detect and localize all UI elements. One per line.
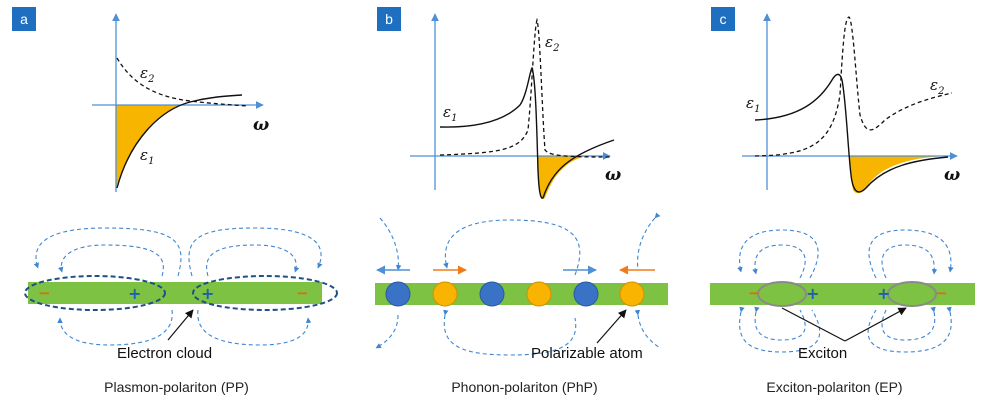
panel-b-callout-arrow — [596, 309, 627, 344]
panel-b-atom-blue — [479, 281, 505, 307]
panel-a-field-loop — [197, 309, 312, 346]
panel-b-callout: Polarizable atom — [531, 345, 643, 362]
panel-c-field-loop — [754, 306, 806, 341]
panel-a-eps2-label: ε2 — [140, 64, 154, 85]
panel-a-electron-cloud — [24, 275, 166, 311]
panel-a-charge: − — [296, 284, 309, 302]
panel-b-atom-orange — [619, 281, 645, 307]
panel-c-omega-label: ω — [944, 165, 960, 185]
panel-b-atom-orange — [432, 281, 458, 307]
panel-c-eps1-fill — [850, 156, 945, 194]
panel-c: ε2 ε1 ω − + + − — [710, 13, 975, 353]
panel-c-charge: − — [748, 284, 761, 302]
panel-c-field-loop — [881, 306, 936, 341]
panel-c-caption: Exciton-polariton (EP) — [766, 379, 903, 395]
panel-c-exciton — [757, 281, 807, 307]
panel-c-charge: + — [877, 284, 890, 303]
panel-c-field-loop — [737, 229, 819, 279]
panel-c-callout-arrow — [844, 307, 907, 342]
panel-a-field-loop — [57, 309, 173, 346]
panel-label-c: c — [711, 7, 735, 31]
panel-a-field-loop — [206, 244, 300, 277]
panel-a-charge: − — [38, 284, 51, 302]
panel-c-field-loop — [752, 244, 806, 279]
panel-c-exciton — [887, 281, 937, 307]
panel-c-callout-arrow — [781, 307, 846, 342]
panel-a-charge: + — [201, 284, 214, 303]
panel-b-field-loop — [443, 219, 581, 276]
panel-a-layer — [28, 282, 322, 304]
panel-c-field-loop — [868, 229, 954, 279]
panel-c-field-loop — [739, 306, 821, 353]
panel-b: ε2 ε1 ω — [375, 13, 668, 356]
panel-b-eps1-fill — [537, 156, 586, 199]
panel-c-eps2-curve — [754, 16, 953, 157]
panel-c-eps1-label: ε1 — [746, 94, 760, 115]
panel-a-eps1-curve — [116, 94, 243, 189]
panel-a: ε2 ε1 ω − + + − — [24, 13, 338, 346]
panel-b-atom-blue — [385, 281, 411, 307]
panel-b-field-loop — [379, 217, 402, 271]
panel-b-eps2-label: ε2 — [545, 33, 559, 54]
panel-b-field-loop — [375, 314, 399, 349]
panel-b-caption: Phonon-polariton (PhP) — [451, 379, 598, 395]
panel-a-callout: Electron cloud — [117, 345, 213, 362]
panel-a-caption: Plasmon-polariton (PP) — [104, 379, 249, 395]
panel-b-atom-orange — [526, 281, 552, 307]
panel-c-eps1-curve — [754, 73, 949, 193]
panel-c-layer — [710, 283, 975, 305]
panel-c-callout: Exciton — [798, 345, 848, 362]
panel-a-field-loop — [33, 227, 182, 277]
panel-c-charge: − — [935, 284, 948, 302]
panel-label-b: b — [377, 7, 401, 31]
panel-label-a: a — [12, 7, 36, 31]
panel-c-eps2-label: ε2 — [930, 76, 944, 97]
panel-b-eps1-curve — [439, 66, 615, 199]
panel-a-electron-cloud — [192, 275, 338, 311]
panel-b-eps1-label: ε1 — [443, 103, 457, 124]
panel-b-eps2-curve — [439, 17, 611, 158]
panel-b-atom-blue — [573, 281, 599, 307]
panel-a-omega-label: ω — [253, 115, 269, 135]
panel-c-charge: + — [806, 284, 819, 303]
panel-a-charge: + — [128, 284, 141, 303]
panel-a-eps1-label: ε1 — [140, 146, 154, 167]
panel-c-field-loop — [881, 244, 938, 279]
panel-a-eps2-curve — [116, 57, 249, 107]
panel-b-field-loop — [636, 212, 661, 271]
panel-a-field-loop — [58, 244, 164, 277]
panel-a-field-loop — [188, 227, 323, 277]
panel-a-callout-arrow — [167, 309, 194, 341]
panel-c-field-loop — [867, 306, 952, 353]
panel-b-field-loop — [634, 309, 661, 349]
panel-b-omega-label: ω — [605, 165, 621, 185]
panel-b-field-loop — [443, 309, 577, 356]
panel-a-eps1-fill — [116, 105, 180, 190]
